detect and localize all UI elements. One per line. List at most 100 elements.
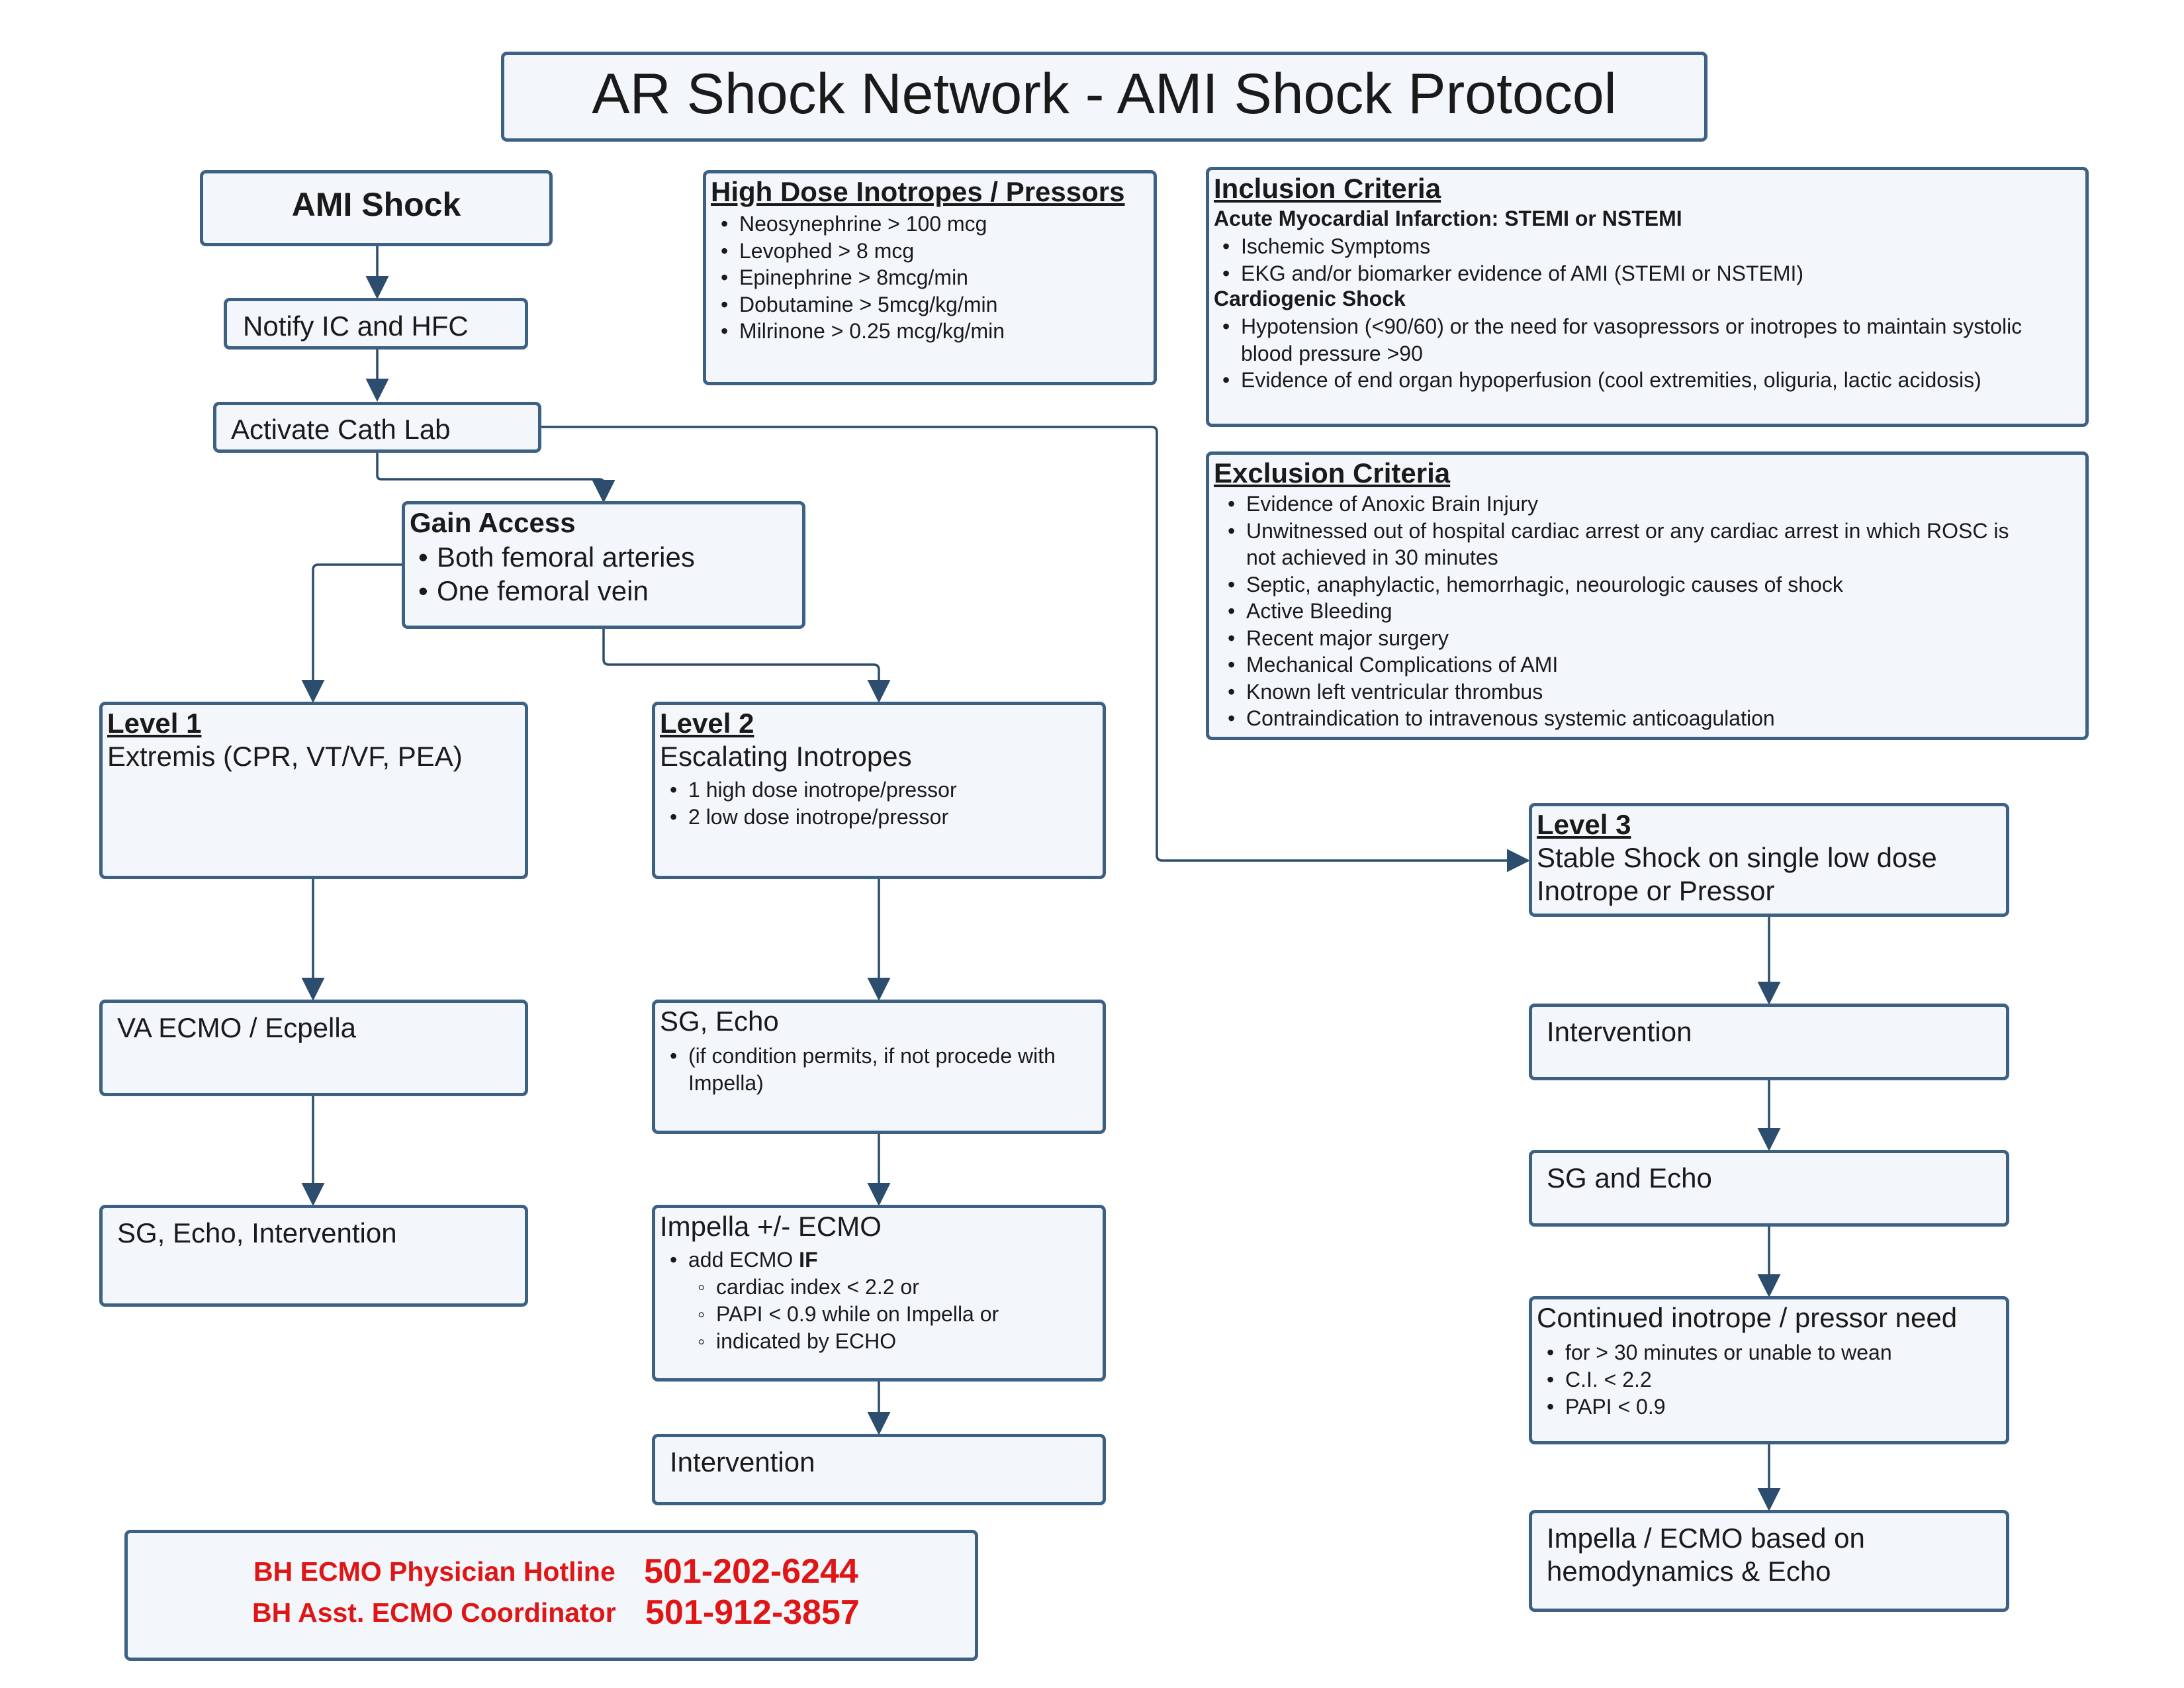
list-item: 1 high dose inotrope/pressor (670, 776, 957, 804)
continued-title: Continued inotrope / pressor need (1537, 1302, 1958, 1333)
list-item: cardiac index < 2.2 or (698, 1274, 999, 1301)
level3-intervention-node: Intervention (1529, 1004, 2009, 1080)
list-item: Active Bleeding (1228, 598, 2009, 625)
level2-sg-echo-title: SG, Echo (660, 1006, 779, 1037)
level2-desc: Escalating Inotropes (660, 741, 912, 772)
list-item: Evidence of Anoxic Brain Injury (1228, 491, 2009, 518)
list-item: Known left ventricular thrombus (1228, 679, 2009, 706)
activate-label: Activate Cath Lab (231, 414, 451, 445)
level1-sg-echo-node: SG, Echo, Intervention (99, 1205, 528, 1307)
gain-access-node: Gain Access Both femoral arteries One fe… (402, 501, 805, 629)
level1-desc: Extremis (CPR, VT/VF, PEA) (107, 741, 463, 772)
list-item: Ischemic Symptoms (1222, 233, 1803, 260)
list-item: Recent major surgery (1228, 625, 2009, 652)
level3-impella-node: Impella / ECMO based on hemodynamics & E… (1529, 1510, 2009, 1612)
ami-shock-node: AMI Shock (200, 170, 553, 246)
level2-sg-echo-list: (if condition permits, if not procede wi… (670, 1043, 1056, 1097)
coordinator-label: BH Asst. ECMO Coordinator (252, 1597, 616, 1628)
continued-list: for > 30 minutes or unable to wean C.I. … (1547, 1339, 1892, 1421)
activate-cath-lab-node: Activate Cath Lab (213, 402, 541, 453)
level2-intervention-label: Intervention (670, 1446, 815, 1477)
inclusion-cs-header: Cardiogenic Shock (1214, 287, 1406, 310)
inclusion-criteria-box: Inclusion Criteria Acute Myocardial Infa… (1206, 167, 2089, 427)
sg-echo-note-line2: Impella) (688, 1071, 764, 1095)
gain-access-list: Both femoral arteries One femoral vein (418, 540, 695, 608)
arrow-gain-access-to-level2 (602, 629, 891, 703)
list-item: C.I. < 2.2 (1547, 1366, 1892, 1393)
level3-sg-echo-label: SG and Echo (1547, 1162, 1712, 1194)
va-ecmo-label: VA ECMO / Ecpella (117, 1012, 357, 1043)
hotline-number[interactable]: 501-202-6244 (644, 1552, 858, 1591)
list-item: Both femoral arteries (418, 540, 695, 574)
exclusion-item2-line1: Unwitnessed out of hospital cardiac arre… (1246, 518, 2009, 543)
add-ecmo-text: add ECMO (688, 1248, 799, 1272)
list-item: PAPI < 0.9 (1547, 1393, 1892, 1421)
list-item: Mechanical Complications of AMI (1228, 651, 2009, 679)
list-item: for > 30 minutes or unable to wean (1547, 1339, 1892, 1366)
level3-desc-line1: Stable Shock on single low dose (1537, 842, 1937, 873)
title-box: AR Shock Network - AMI Shock Protocol (501, 52, 1707, 142)
level1-sg-echo-label: SG, Echo, Intervention (117, 1217, 397, 1248)
level2-intervention-node: Intervention (652, 1434, 1106, 1505)
level3-sg-echo-node: SG and Echo (1529, 1150, 2009, 1227)
list-item: Neosynephrine > 100 mcg (721, 211, 1005, 238)
inclusion-ami-list: Ischemic Symptoms EKG and/or biomarker e… (1222, 233, 1803, 287)
high-dose-title: High Dose Inotropes / Pressors (711, 176, 1125, 207)
list-item: Dobutamine > 5mcg/kg/min (721, 291, 1005, 318)
level2-list: 1 high dose inotrope/pressor 2 low dose … (670, 776, 957, 831)
list-item: (if condition permits, if not procede wi… (670, 1043, 1056, 1097)
exclusion-title: Exclusion Criteria (1214, 457, 1451, 489)
add-ecmo-if: IF (799, 1248, 818, 1272)
arrow-gain-access-to-level1 (301, 563, 402, 703)
level2-node: Level 2 Escalating Inotropes 1 high dose… (652, 702, 1106, 879)
high-dose-list: Neosynephrine > 100 mcg Levophed > 8 mcg… (721, 211, 1005, 345)
level1-label: Level 1 (107, 708, 202, 739)
list-item: Septic, anaphylactic, hemorrhagic, neour… (1228, 571, 2009, 598)
inclusion-cs-list: Hypotension (<90/60) or the need for vas… (1222, 313, 2022, 394)
list-item: EKG and/or biomarker evidence of AMI (ST… (1222, 260, 1803, 287)
level3-intervention-label: Intervention (1547, 1016, 1692, 1047)
level3-label: Level 3 (1537, 809, 1631, 840)
inclusion-title: Inclusion Criteria (1214, 173, 1441, 204)
list-item: Hypotension (<90/60) or the need for vas… (1222, 313, 2022, 367)
impella-list: add ECMO IF (670, 1246, 818, 1274)
list-item: add ECMO IF (670, 1246, 818, 1274)
list-item: Milrinone > 0.25 mcg/kg/min (721, 318, 1005, 345)
notify-label: Notify IC and HFC (243, 310, 469, 342)
level3-node: Level 3 Stable Shock on single low dose … (1529, 803, 2009, 917)
impella-ecmo-title: Impella +/- ECMO (660, 1211, 882, 1242)
hotline-label: BH ECMO Physician Hotline (253, 1556, 615, 1587)
level2-sg-echo-node: SG, Echo (if condition permits, if not p… (652, 1000, 1106, 1134)
inclusion-ami-header: Acute Myocardial Infarction: STEMI or NS… (1214, 207, 1682, 230)
exclusion-criteria-box: Exclusion Criteria Evidence of Anoxic Br… (1206, 451, 2089, 740)
page-title: AR Shock Network - AMI Shock Protocol (592, 62, 1617, 126)
list-item: Evidence of end organ hypoperfusion (coo… (1222, 367, 2022, 394)
list-item: indicated by ECHO (698, 1328, 999, 1355)
list-item: Levophed > 8 mcg (721, 238, 1005, 265)
notify-node: Notify IC and HFC (224, 298, 528, 350)
level3-desc-line2: Inotrope or Pressor (1537, 875, 1775, 906)
level3-impella-line1: Impella / ECMO based on (1547, 1523, 1865, 1554)
gain-access-title: Gain Access (410, 507, 576, 538)
list-item: 2 low dose inotrope/pressor (670, 804, 957, 831)
exclusion-item2-line2: not achieved in 30 minutes (1246, 545, 1498, 569)
list-item: Epinephrine > 8mcg/min (721, 264, 1005, 291)
impella-sublist: cardiac index < 2.2 or PAPI < 0.9 while … (698, 1274, 999, 1355)
list-item: PAPI < 0.9 while on Impella or (698, 1301, 999, 1328)
coordinator-number[interactable]: 501-912-3857 (645, 1593, 860, 1632)
impella-ecmo-node: Impella +/- ECMO add ECMO IF cardiac ind… (652, 1205, 1106, 1382)
arrow-activate-to-level3 (541, 426, 1530, 872)
list-item: One femoral vein (418, 574, 695, 608)
high-dose-box: High Dose Inotropes / Pressors Neosyneph… (703, 170, 1157, 385)
cs-item1-line1: Hypotension (<90/60) or the need for vas… (1241, 314, 2023, 338)
list-item: Unwitnessed out of hospital cardiac arre… (1228, 518, 2009, 571)
sg-echo-note-line1: (if condition permits, if not procede wi… (688, 1044, 1056, 1068)
level1-node: Level 1 Extremis (CPR, VT/VF, PEA) (99, 702, 528, 879)
ami-shock-label: AMI Shock (291, 186, 461, 223)
level2-label: Level 2 (660, 708, 754, 739)
ecmo-contacts-box: BH ECMO Physician Hotline 501-202-6244 B… (124, 1530, 978, 1661)
arrow-activate-to-gain-access (376, 453, 615, 503)
va-ecmo-node: VA ECMO / Ecpella (99, 1000, 528, 1096)
list-item: Contraindication to intravenous systemic… (1228, 705, 2009, 732)
